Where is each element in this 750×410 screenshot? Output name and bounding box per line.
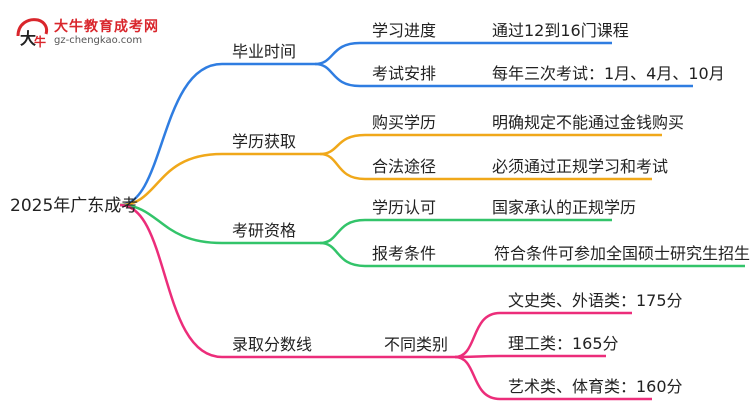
logo-title: 大牛教育成考网 — [54, 19, 159, 35]
detail-degree-recognition: 国家承认的正规学历 — [492, 198, 637, 217]
node-study-progress: 学习进度 — [372, 21, 437, 40]
branch-admission-cutoff: 录取分数线 — [232, 335, 313, 354]
connector-cutoff-to-liberal — [454, 311, 632, 359]
branch-graduation-time: 毕业时间 — [232, 42, 297, 61]
detail-application-conditions: 符合条件可参加全国硕士研究生招生考试 — [494, 244, 750, 263]
connector-postgrad-to-conditions — [319, 241, 745, 268]
node-categories: 不同类别 — [384, 335, 449, 354]
connector-graduation-to-exams — [314, 62, 693, 88]
connector-root-to-postgrad — [119, 203, 320, 245]
connector-degree-to-legal — [319, 152, 652, 181]
detail-arts-sports-score: 艺术类、体育类：160分 — [508, 377, 683, 396]
branch-postgrad-eligibility: 考研资格 — [232, 221, 297, 240]
node-exam-schedule: 考试安排 — [372, 64, 437, 83]
connector-root-to-degree — [119, 152, 320, 207]
connector-root-to-graduation — [119, 62, 315, 207]
detail-legal-route: 必须通过正规学习和考试 — [492, 157, 669, 176]
svg-text:牛: 牛 — [34, 34, 46, 49]
detail-exam-schedule: 每年三次考试：1月、4月、10月 — [492, 64, 725, 83]
logo-icon: 大 牛 — [12, 14, 52, 50]
node-legal-route: 合法途径 — [372, 157, 437, 176]
connector-root-to-cutoff — [119, 203, 455, 359]
connector-degree-to-purchase — [319, 133, 662, 156]
node-application-conditions: 报考条件 — [372, 244, 437, 263]
svg-text:大: 大 — [20, 29, 36, 48]
connector-cutoff-to-science — [454, 354, 606, 359]
connector-postgrad-to-recognition — [319, 218, 612, 245]
logo-url: gz-chengkao.com — [54, 35, 143, 46]
branch-degree-acquisition: 学历获取 — [232, 132, 297, 151]
node-degree-recognition: 学历认可 — [372, 198, 437, 217]
root-node: 2025年广东成考 — [10, 196, 139, 216]
detail-liberal-arts-score: 文史类、外语类：175分 — [508, 291, 683, 310]
detail-buy-degree: 明确规定不能通过金钱购买 — [492, 113, 685, 132]
detail-study-progress: 通过12到16门课程 — [492, 21, 629, 40]
connector-graduation-to-progress — [314, 41, 612, 66]
connector-cutoff-to-arts — [454, 355, 652, 401]
detail-science-score: 理工类：165分 — [508, 334, 619, 353]
node-buy-degree: 购买学历 — [372, 113, 437, 132]
